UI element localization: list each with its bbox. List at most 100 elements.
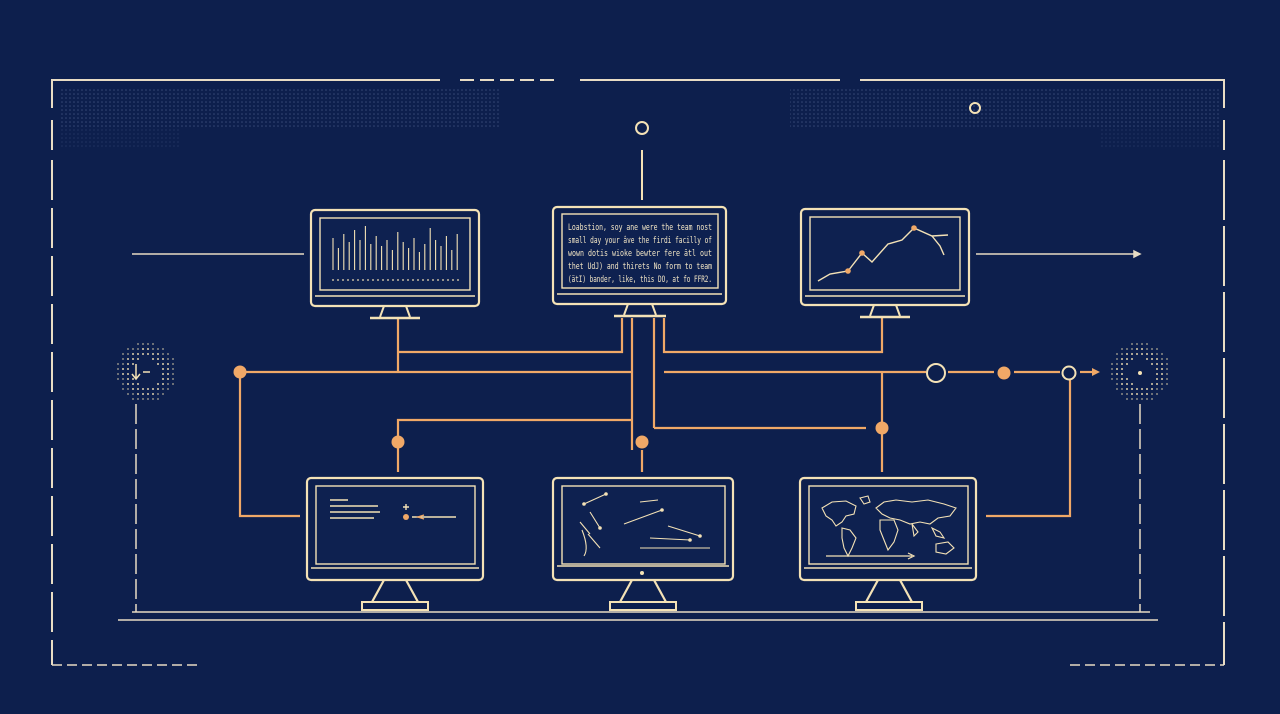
screen-text-line-4: thet UdJ) and thirets No form to team xyxy=(568,261,712,271)
emblem-dot xyxy=(162,368,164,370)
emblem-dot xyxy=(1111,363,1113,365)
emblem-dot xyxy=(132,363,134,365)
emblem-dot xyxy=(172,373,174,375)
emblem-dot xyxy=(157,393,159,395)
emblem-dot xyxy=(1161,373,1163,375)
monitor-bar-chart[interactable] xyxy=(309,208,481,320)
emblem-dot xyxy=(1156,353,1158,355)
emblem-dot xyxy=(137,383,139,385)
emblem-dot xyxy=(147,353,149,355)
chart-dot xyxy=(337,279,339,281)
emblem-dot xyxy=(1166,373,1168,375)
emblem-dot xyxy=(1161,363,1163,365)
emblem-dot xyxy=(142,393,144,395)
emblem-dot xyxy=(1166,378,1168,380)
emblem-dot xyxy=(132,378,134,380)
emblem-dot xyxy=(157,383,159,385)
small-ring-icon xyxy=(969,102,981,114)
emblem-dot xyxy=(1131,393,1133,395)
emblem-dot xyxy=(147,393,149,395)
emblem-dot xyxy=(1156,358,1158,360)
emblem-dot xyxy=(117,363,119,365)
monitor-line-chart[interactable] xyxy=(799,207,971,319)
emblem-dot xyxy=(1141,388,1143,390)
emblem-dot xyxy=(1156,363,1158,365)
emblem-dot xyxy=(152,353,154,355)
top-antenna xyxy=(635,121,649,200)
emblem-dot xyxy=(1126,398,1128,400)
bus-arrow-head xyxy=(1092,368,1100,376)
emblem-dot xyxy=(167,388,169,390)
emblem-dot xyxy=(137,388,139,390)
emblem-dot xyxy=(152,348,154,350)
emblem-dot xyxy=(1141,353,1143,355)
emblem-dot xyxy=(1116,353,1118,355)
emblem-dot xyxy=(1116,383,1118,385)
right-emblem xyxy=(1111,343,1168,612)
emblem-dot xyxy=(162,348,164,350)
emblem-dot xyxy=(147,398,149,400)
emblem-dot xyxy=(1116,358,1118,360)
emblem-dot xyxy=(1156,393,1158,395)
emblem-dot xyxy=(1151,358,1153,360)
emblem-dot xyxy=(1121,378,1123,380)
emblem-dot xyxy=(157,348,159,350)
emblem-dot xyxy=(1126,348,1128,350)
emblem-dot xyxy=(1161,353,1163,355)
emblem-dot xyxy=(147,388,149,390)
emblem-dot xyxy=(1131,388,1133,390)
chart-dot xyxy=(387,279,389,281)
emblem-dot xyxy=(142,398,144,400)
chart-dot xyxy=(412,279,414,281)
chart-dot xyxy=(407,279,409,281)
chart-dot xyxy=(382,279,384,281)
emblem-dot xyxy=(127,363,129,365)
outer-frame xyxy=(51,79,1225,666)
monitor-world-map[interactable] xyxy=(798,476,978,611)
emblem-dot xyxy=(127,383,129,385)
dot-grid-icon xyxy=(1111,343,1168,400)
emblem-dot xyxy=(137,353,139,355)
dot-grid-icon xyxy=(117,343,174,400)
emblem-dot xyxy=(1166,358,1168,360)
emblem-dot xyxy=(1146,343,1148,345)
emblem-dot xyxy=(1136,343,1138,345)
chart-dot xyxy=(457,279,459,281)
emblem-dot xyxy=(1121,373,1123,375)
emblem-dot xyxy=(137,343,139,345)
emblem-dot xyxy=(127,368,129,370)
chart-dot xyxy=(352,279,354,281)
emblem-dot xyxy=(117,373,119,375)
emblem-dot xyxy=(117,378,119,380)
emblem-dot xyxy=(167,353,169,355)
emblem-dot xyxy=(1151,353,1153,355)
emblem-dot xyxy=(1161,358,1163,360)
emblem-dot xyxy=(127,373,129,375)
emblem-dot xyxy=(1126,393,1128,395)
emblem-dot xyxy=(127,388,129,390)
emblem-dot xyxy=(137,358,139,360)
monitor-code-editor[interactable] xyxy=(305,476,485,611)
emblem-dot xyxy=(167,363,169,365)
emblem-dot xyxy=(157,388,159,390)
emblem-dot xyxy=(1166,363,1168,365)
left-emblem xyxy=(117,343,174,612)
emblem-dot xyxy=(1121,363,1123,365)
emblem-dot xyxy=(147,348,149,350)
chart-dot xyxy=(417,279,419,281)
emblem-dot xyxy=(1126,388,1128,390)
emblem-dot xyxy=(1116,378,1118,380)
chart-dot xyxy=(437,279,439,281)
emblem-dot xyxy=(1136,398,1138,400)
emblem-dot xyxy=(1156,348,1158,350)
emblem-dot xyxy=(167,378,169,380)
emblem-dot xyxy=(1116,368,1118,370)
monitor-text-screen[interactable]: Loabstion, soy ane were the team nost sm… xyxy=(551,205,728,318)
chart-dot xyxy=(397,279,399,281)
emblem-dot xyxy=(142,353,144,355)
emblem-dot xyxy=(1121,383,1123,385)
emblem-dot xyxy=(1156,388,1158,390)
emblem-dot xyxy=(1156,383,1158,385)
monitor-network-map[interactable] xyxy=(551,476,735,611)
